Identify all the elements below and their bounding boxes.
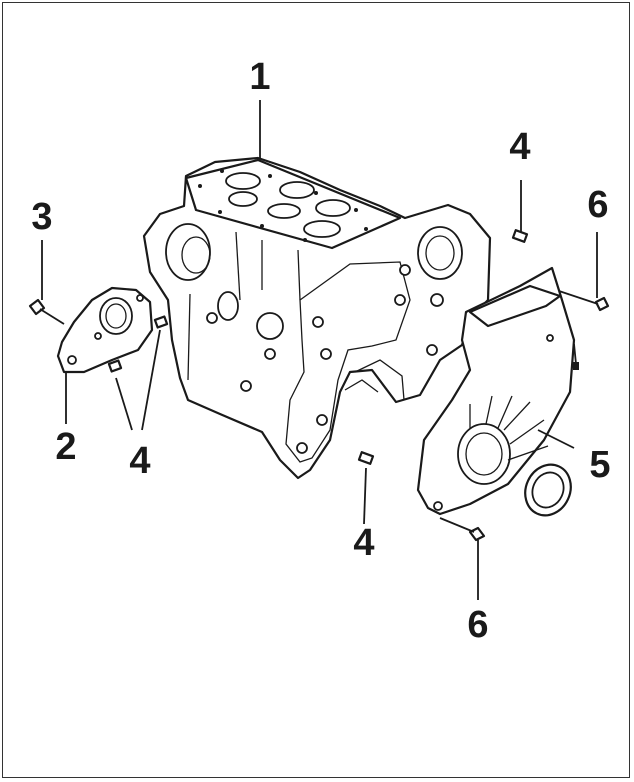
bolt-lower xyxy=(439,517,486,542)
callout-5: 5 xyxy=(589,444,611,486)
timing-cover xyxy=(416,266,579,516)
crankshaft-oil-seal xyxy=(524,463,572,517)
callout-2: 2 xyxy=(55,426,77,468)
callout-4-bottom: 4 xyxy=(353,522,375,564)
leader-lines xyxy=(41,100,598,600)
callout-4-rear: 4 xyxy=(129,440,151,482)
callout-3: 3 xyxy=(31,196,53,238)
rear-cover-plate xyxy=(56,286,154,374)
bolt-rear xyxy=(28,298,65,325)
callout-6-bottom: 6 xyxy=(467,604,489,646)
cylinder-block xyxy=(142,156,492,480)
dowel-pins xyxy=(107,229,529,465)
callout-4-top: 4 xyxy=(509,126,531,168)
callout-6-top: 6 xyxy=(587,184,609,226)
bolt-upper-right xyxy=(555,289,610,312)
callout-1: 1 xyxy=(249,56,271,98)
